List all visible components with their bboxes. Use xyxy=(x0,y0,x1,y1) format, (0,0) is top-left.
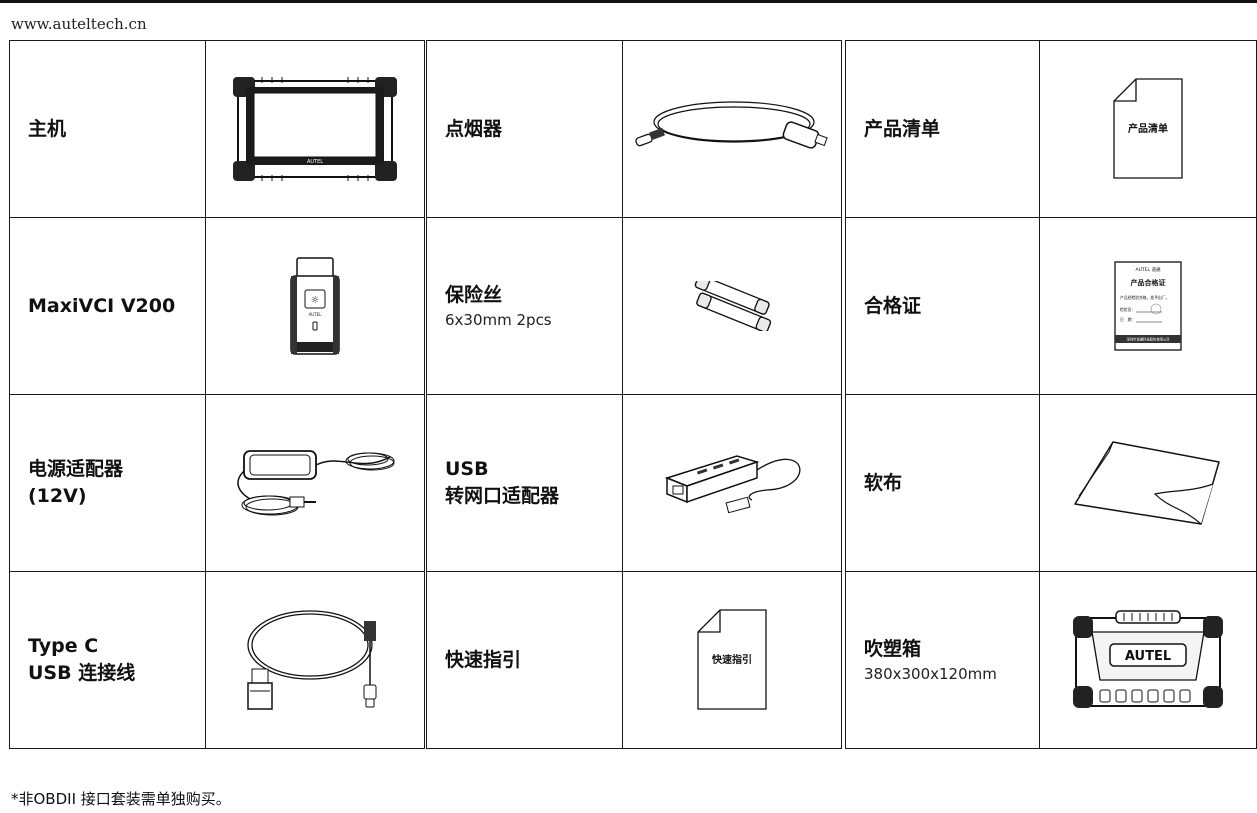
item-spec: 380x300x120mm xyxy=(864,664,997,683)
table-row: 产品清单 产品清单 xyxy=(844,40,1257,218)
item-image-cell xyxy=(1039,394,1257,572)
item-label-cell: 点烟器 xyxy=(426,40,623,218)
tablet-logo: AUTEL xyxy=(307,159,323,165)
item-name: 软布 xyxy=(864,471,903,494)
item-image-cell: 快速指引 xyxy=(622,571,842,749)
item-image-cell: AUTEL xyxy=(1039,571,1257,749)
item-image-cell: AUTEL xyxy=(205,40,425,218)
usb-ethernet-adapter-icon xyxy=(664,455,801,514)
item-name: USB 转网口适配器 xyxy=(445,458,560,507)
item-name: Type C USB 连接线 xyxy=(28,635,136,684)
item-label-cell: 电源适配器 (12V) xyxy=(9,394,206,572)
watermark: www.auteltech.cn xyxy=(11,15,147,33)
quick-guide-doc-label: 快速指引 xyxy=(711,653,752,666)
cert-line: 产品经检验合格，准予出厂。 xyxy=(1120,295,1169,300)
table-row: 主机 AUTEL xyxy=(9,40,425,218)
item-image-cell xyxy=(622,217,842,395)
table-row: 电源适配器 (12V) xyxy=(9,394,425,572)
item-label-cell: USB 转网口适配器 xyxy=(426,394,623,572)
cigarette-lighter-cable-icon xyxy=(635,101,828,149)
table-row: Type C USB 连接线 xyxy=(9,571,425,749)
item-name: MaxiVCI V200 xyxy=(28,294,176,317)
carry-case-icon: AUTEL xyxy=(1073,610,1224,708)
item-name: 点烟器 xyxy=(445,117,503,140)
cert-footer: 深圳市道通科技股份有限公司 xyxy=(1127,337,1170,342)
item-image-cell xyxy=(205,571,425,749)
item-name: 电源适配器 (12V) xyxy=(28,458,124,507)
certificate-icon: AUTEL 道通 产品合格证 产品经检验合格，准予出厂。 检验员： 日 期： 深… xyxy=(1114,261,1182,351)
item-label-cell: 保险丝 6x30mm 2pcs xyxy=(426,217,623,395)
cert-date: 日 期： xyxy=(1120,317,1135,322)
item-label-cell: 软布 xyxy=(844,394,1041,572)
table-row: 保险丝 6x30mm 2pcs xyxy=(426,217,842,395)
package-table-col1: 主机 AUTEL MaxiVCI V200 xyxy=(9,40,425,749)
item-image-cell: AUTEL 道通 产品合格证 产品经检验合格，准予出厂。 检验员： 日 期： 深… xyxy=(1039,217,1257,395)
item-name: 主机 xyxy=(28,117,67,140)
item-name: 吹塑箱 xyxy=(864,637,922,660)
table-row: 快速指引 快速指引 xyxy=(426,571,842,749)
cert-brand: AUTEL 道通 xyxy=(1136,266,1161,273)
usb-cable-icon xyxy=(247,610,377,710)
vci-icon: ☼ AUTEL xyxy=(290,257,340,355)
item-image-cell: ☼ AUTEL xyxy=(205,217,425,395)
cloth-icon xyxy=(1074,441,1220,525)
power-adapter-icon xyxy=(237,450,395,516)
item-label-cell: 合格证 xyxy=(844,217,1041,395)
table-row: 合格证 AUTEL 道通 产品合格证 产品经检验合格，准予出厂。 检验员： 日 … xyxy=(844,217,1257,395)
product-list-doc-label: 产品清单 xyxy=(1128,122,1168,135)
svg-text:☼: ☼ xyxy=(311,295,320,306)
table-row: 软布 xyxy=(844,394,1257,572)
item-name: 合格证 xyxy=(864,294,922,317)
table-row: MaxiVCI V200 ☼ AUTEL xyxy=(9,217,425,395)
table-row: USB 转网口适配器 xyxy=(426,394,842,572)
item-image-cell xyxy=(622,40,842,218)
item-name: 产品清单 xyxy=(864,117,941,140)
item-spec: 6x30mm 2pcs xyxy=(445,310,552,329)
package-table-col3: 产品清单 产品清单 合格证 AUTEL 道通 产品合格证 产品经检验合格，准予出… xyxy=(844,40,1257,749)
case-logo: AUTEL xyxy=(1125,649,1171,664)
package-table-col2: 点烟器 保险丝 6x30mm 2pcs xyxy=(426,40,842,749)
vci-logo: AUTEL xyxy=(309,312,323,317)
fuse-icon xyxy=(694,281,772,331)
item-image-cell xyxy=(205,394,425,572)
quick-guide-doc-icon: 快速指引 xyxy=(697,609,767,710)
top-rule xyxy=(0,0,1257,3)
item-label-cell: Type C USB 连接线 xyxy=(9,571,206,749)
table-row: 吹塑箱 380x300x120mm AUTEL xyxy=(844,571,1257,749)
item-image-cell xyxy=(622,394,842,572)
footnote: *非OBDII 接口套装需单独购买。 xyxy=(11,790,231,808)
item-label-cell: 快速指引 xyxy=(426,571,623,749)
cert-title: 产品合格证 xyxy=(1131,278,1166,287)
item-image-cell: 产品清单 xyxy=(1039,40,1257,218)
item-label-cell: 吹塑箱 380x300x120mm xyxy=(844,571,1041,749)
item-name: 快速指引 xyxy=(445,648,522,671)
item-label-cell: 产品清单 xyxy=(844,40,1041,218)
tablet-icon: AUTEL xyxy=(233,77,397,181)
cert-inspector: 检验员： xyxy=(1120,307,1135,312)
table-row: 点烟器 xyxy=(426,40,842,218)
item-label-cell: MaxiVCI V200 xyxy=(9,217,206,395)
item-name: 保险丝 xyxy=(445,283,503,306)
item-label-cell: 主机 xyxy=(9,40,206,218)
product-list-doc-icon: 产品清单 xyxy=(1113,78,1183,179)
